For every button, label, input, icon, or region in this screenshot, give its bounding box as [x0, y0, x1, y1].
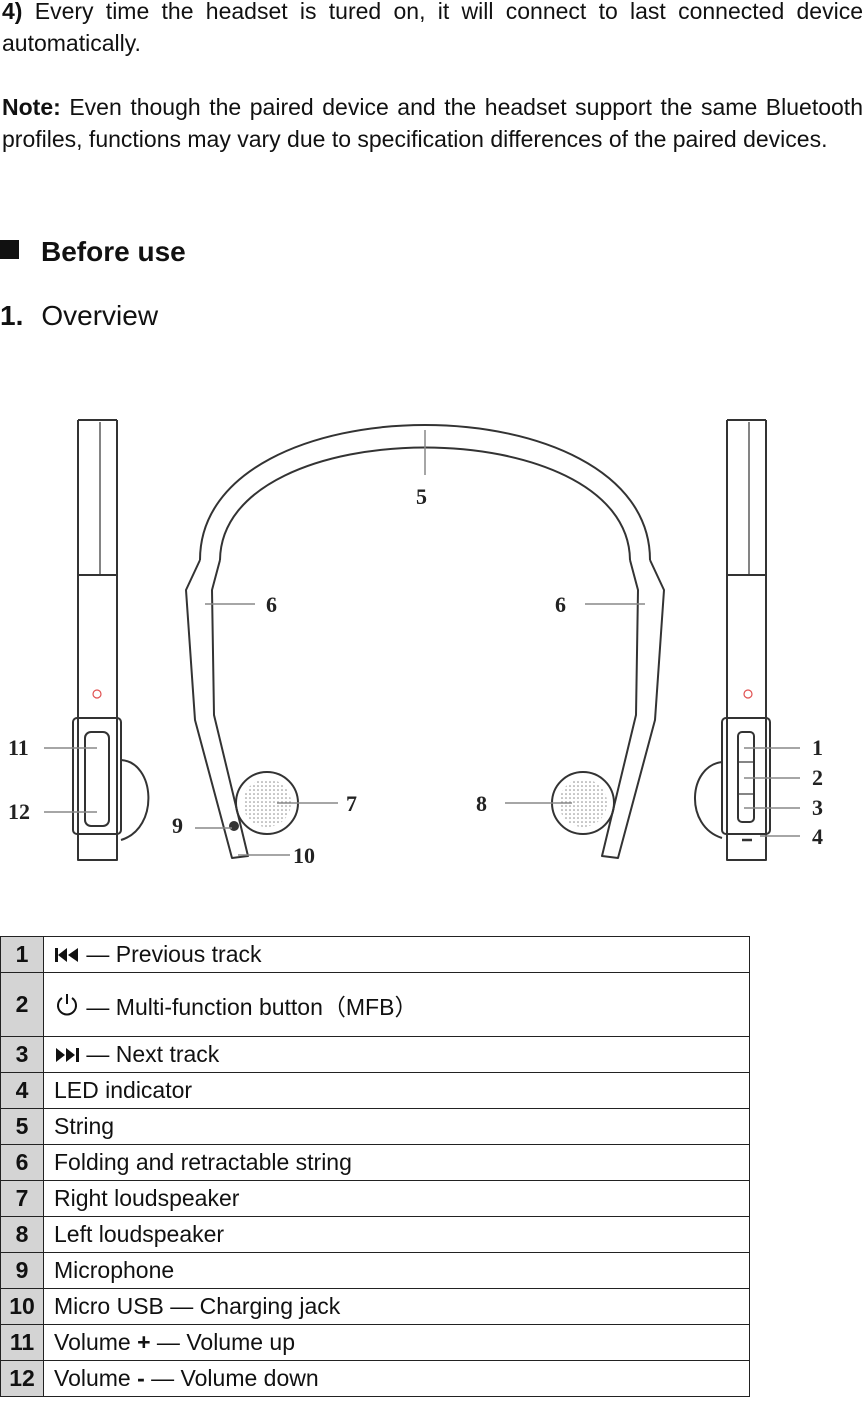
previous-track-icon [55, 948, 78, 962]
note-paragraph: Note: Even though the paired device and … [2, 91, 863, 155]
step-number: 4) [2, 0, 23, 24]
row-description: LED indicator [43, 1072, 750, 1109]
row-description: — Multi-function button（MFB） [43, 972, 750, 1037]
label-8: 8 [476, 791, 487, 816]
row-description: Volume + — Volume up [43, 1324, 750, 1361]
table-row: 3 — Next track [0, 1036, 750, 1073]
intro-text: Every time the headset is tured on, it w… [2, 0, 863, 56]
label-5: 5 [416, 484, 427, 509]
left-side-view [72, 419, 150, 861]
row-number: 7 [0, 1180, 44, 1217]
square-bullet-icon [0, 240, 19, 259]
intro-paragraph: 4) Every time the headset is tured on, i… [2, 0, 863, 59]
leader-lines [44, 430, 800, 856]
subsection-title: Overview [41, 300, 159, 331]
headband-front-view [185, 424, 665, 859]
label-7: 7 [346, 791, 357, 816]
label-4: 4 [812, 824, 823, 849]
note-label: Note: [2, 94, 61, 120]
next-track-icon [56, 1048, 79, 1062]
section-title: Before use [41, 236, 186, 267]
row-description: — Previous track [43, 936, 750, 973]
right-side-view [694, 419, 771, 861]
row-number: 2 [0, 972, 44, 1037]
note-text: Even though the paired device and the he… [2, 94, 863, 152]
row-description: Volume - — Volume down [43, 1360, 750, 1397]
label-3: 3 [812, 795, 823, 820]
label-9: 9 [172, 813, 183, 838]
row-description: Folding and retractable string [43, 1144, 750, 1181]
row-description: Right loudspeaker [43, 1180, 750, 1217]
row-number: 1 [0, 936, 44, 973]
table-row: 12 Volume - — Volume down [0, 1360, 750, 1397]
row-description: String [43, 1108, 750, 1145]
label-2: 2 [812, 765, 823, 790]
legend-table: 1 — Previous track 2 — Multi-function bu… [0, 936, 750, 1397]
row-number: 8 [0, 1216, 44, 1253]
label-6-right: 6 [555, 592, 566, 617]
row-number: 6 [0, 1144, 44, 1181]
subsection-number: 1. [0, 300, 24, 331]
section-heading: Before use [0, 236, 186, 268]
label-12: 12 [8, 799, 30, 824]
label-11: 11 [8, 735, 29, 760]
row-number: 3 [0, 1036, 44, 1073]
row-number: 9 [0, 1252, 44, 1289]
row-description: Microphone [43, 1252, 750, 1289]
row-number: 10 [0, 1288, 44, 1325]
table-row: 11 Volume + — Volume up [0, 1324, 750, 1361]
row-number: 4 [0, 1072, 44, 1109]
row-number: 12 [0, 1360, 44, 1397]
power-icon [57, 993, 77, 1015]
row-description: Micro USB — Charging jack [43, 1288, 750, 1325]
label-6-left: 6 [266, 592, 277, 617]
subsection-heading: 1. Overview [0, 300, 158, 332]
table-row: 2 — Multi-function button（MFB） [0, 972, 750, 1037]
label-1: 1 [812, 735, 823, 760]
row-number: 11 [0, 1324, 44, 1361]
table-row: 1 — Previous track [0, 936, 750, 973]
row-description: Left loudspeaker [43, 1216, 750, 1253]
row-description: — Next track [43, 1036, 750, 1073]
label-10: 10 [293, 843, 315, 868]
headset-diagram: 5 6 6 7 8 9 10 11 12 1 2 3 4 [8, 419, 823, 868]
row-number: 5 [0, 1108, 44, 1145]
